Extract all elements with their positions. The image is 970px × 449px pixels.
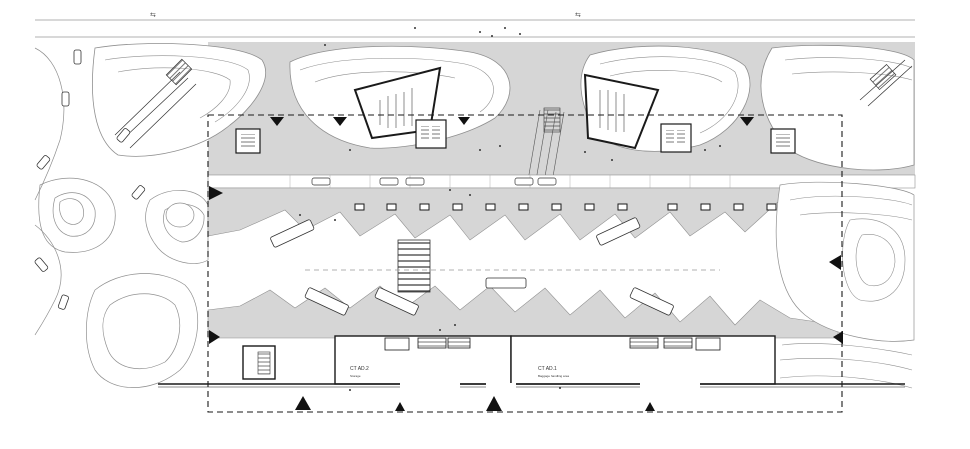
hall-1-subtitle: Baggage handling area — [538, 374, 569, 378]
contour-lines-right — [779, 195, 913, 389]
hall-ct-ad-2: CT AD.2 Storage — [334, 335, 512, 385]
svg-text:⇆: ⇆ — [150, 12, 156, 19]
right-ramp — [859, 59, 913, 107]
site-boundary — [207, 114, 843, 413]
hall-2-code: CT AD.2 — [350, 366, 369, 372]
roundabout — [38, 177, 116, 253]
bus-platform-lower — [207, 285, 839, 339]
top-road: ⇆ ⇆ — [35, 12, 915, 38]
drop-off-lane — [207, 174, 916, 189]
stair-cores-top — [235, 128, 796, 154]
pavilion-left — [353, 66, 447, 149]
pedestrians — [299, 27, 721, 391]
contour-lines-top — [104, 55, 913, 134]
pavilion-right — [583, 73, 692, 153]
diagonal-ramp — [114, 58, 197, 149]
left-road-contours — [34, 47, 209, 388]
svg-text:⇆: ⇆ — [575, 12, 581, 19]
stair-core-bottom-left — [242, 345, 276, 380]
footbridge — [524, 107, 565, 201]
hall-1-code: CT AD.1 — [538, 366, 557, 372]
crosswalk — [397, 239, 431, 293]
road-vehicles-left — [34, 49, 146, 310]
buses — [270, 217, 674, 316]
ground-line — [158, 383, 905, 388]
hall-2-subtitle: Storage — [350, 374, 361, 378]
landscape-right-mid — [775, 181, 915, 342]
platform-markers-upper — [354, 203, 777, 211]
entrance-arrows — [209, 117, 843, 411]
hall-ct-ad-1: CT AD.1 Baggage handling area — [510, 335, 776, 385]
